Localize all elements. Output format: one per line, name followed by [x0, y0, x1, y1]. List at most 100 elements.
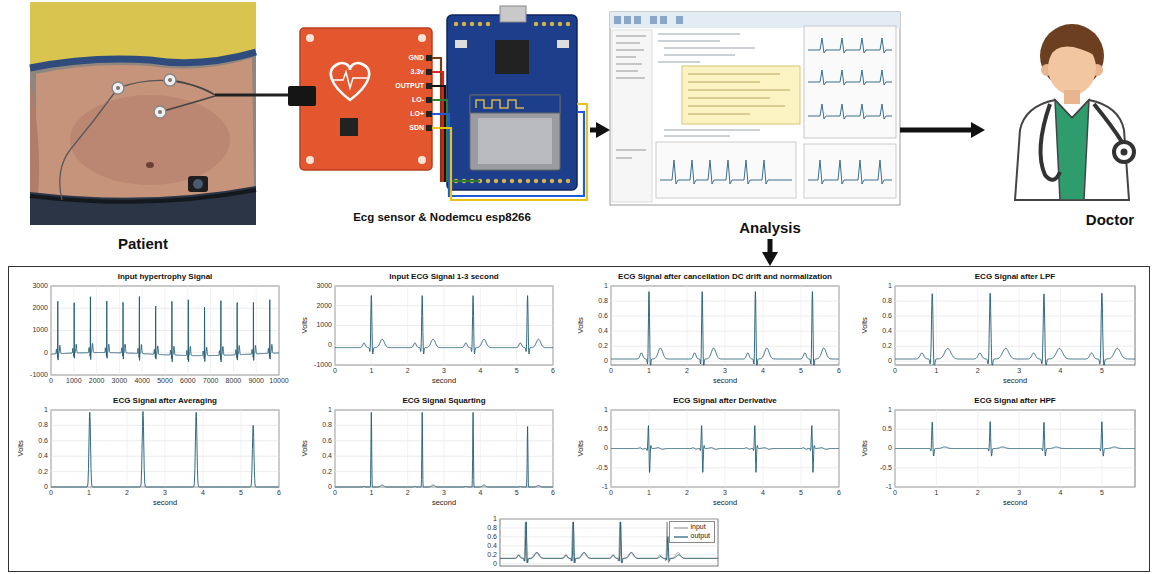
nodemcu-board [526, 179, 530, 183]
tick-label: 6 [551, 489, 555, 497]
ecg-trace [51, 297, 279, 362]
grid-line [895, 487, 1135, 488]
nodemcu-board [476, 100, 524, 108]
grid-line [801, 286, 802, 365]
tick-label: 0.6 [882, 312, 892, 320]
doctor-icon [1048, 28, 1096, 58]
tick-label: 0 [44, 483, 48, 491]
pin-label: GND [408, 54, 424, 62]
grid-line [96, 286, 97, 375]
ecg-sensor-board [333, 72, 367, 88]
ecg-sensor-board [426, 111, 432, 117]
tick-label: 4000 [134, 377, 150, 385]
analysis-screenshot [624, 16, 631, 24]
nodemcu-board [558, 179, 562, 183]
grid-line [895, 410, 1135, 411]
plot-title: ECG Signal after HPF [974, 396, 1055, 405]
signal-plot: ECG Signal after Averaging10.80.60.40.20… [15, 395, 287, 513]
nodemcu-board [558, 22, 562, 26]
legend-sample [674, 525, 688, 531]
tick-label: 0.5 [882, 425, 892, 433]
nodemcu-board [470, 95, 560, 170]
tick-label: 2000 [89, 377, 105, 385]
tick-label: 0 [609, 367, 613, 375]
patient-photo [112, 82, 124, 94]
nodemcu-board [494, 179, 498, 183]
plot-axes [500, 519, 718, 566]
nodemcu-board [534, 179, 538, 183]
tick-label: 2 [685, 367, 689, 375]
ecg-sensor-board [426, 55, 432, 131]
tick-label: 0 [49, 377, 53, 385]
plot-title: ECG Signal after Derivative [673, 396, 777, 405]
tick-label: 3 [442, 367, 446, 375]
patient-photo [215, 94, 256, 97]
pin-label: SDN [409, 124, 424, 132]
grid-line [480, 410, 481, 487]
nodemcu-board [566, 22, 570, 26]
grid-line [241, 410, 242, 487]
tick-label: 0 [328, 483, 332, 491]
tick-label: 0 [888, 357, 892, 365]
legend-sample [674, 527, 688, 528]
tick-label: 0.4 [882, 327, 892, 335]
grid-line [279, 410, 280, 487]
tick-label: 3 [723, 367, 727, 375]
plot-title: ECG Signal after LPF [975, 272, 1055, 281]
tick-label: 0.2 [882, 342, 892, 350]
nodemcu-board [550, 179, 554, 183]
tick-label: 0.4 [322, 452, 332, 460]
analysis-screenshot [808, 70, 892, 85]
flow-arrow [900, 122, 985, 138]
patient-photo [30, 80, 39, 194]
nodemcu-board [550, 22, 554, 26]
grid-line [1060, 286, 1061, 365]
arrow-line [900, 128, 973, 133]
jumper-wires [432, 58, 587, 200]
axis-label: second [1003, 377, 1027, 386]
doctor-icon [1055, 100, 1089, 200]
ecg-trace [335, 412, 553, 487]
grid-line [127, 410, 128, 487]
tick-label: 0.8 [38, 421, 48, 429]
grid-line [407, 410, 408, 487]
tick-label: 1 [888, 406, 892, 414]
plot-axes [51, 286, 279, 375]
tick-label: 0.8 [322, 421, 332, 429]
grid-line [500, 554, 718, 555]
analysis-screenshot [808, 104, 892, 119]
ecg-sensor-board [426, 125, 432, 131]
tick-label: 2 [125, 489, 129, 497]
doctor-icon [1064, 90, 1080, 104]
grid-line [895, 286, 1135, 287]
tick-label: 1000 [66, 377, 82, 385]
grid-line [279, 286, 280, 375]
plot-title: Input ECG Signal 1-3 second [389, 272, 498, 281]
doctor-figure: Doctor [985, 4, 1150, 230]
ecg-sensor-board [288, 86, 316, 106]
signal-plot: ECG Signal after Derivative10.50-0.5-101… [575, 395, 847, 513]
patient-photo [116, 86, 120, 90]
ecg-sensor-board [306, 34, 314, 42]
tick-label: 8000 [226, 377, 242, 385]
tick-label: 1 [44, 406, 48, 414]
grid-line [763, 286, 764, 365]
grid-line [210, 286, 211, 375]
tick-label: 5 [239, 489, 243, 497]
axis-label: Volts [17, 440, 26, 456]
plot-axes [895, 286, 1135, 365]
nodemcu-board [557, 40, 569, 48]
tick-label: 0 [49, 489, 53, 497]
ecg-trace [895, 293, 1135, 365]
tick-label: 0 [333, 367, 337, 375]
patient-photo [70, 95, 230, 185]
tick-label: 3 [163, 489, 167, 497]
patient-photo [36, 58, 254, 198]
tick-label: 2 [406, 367, 410, 375]
grid-line [1019, 286, 1020, 365]
nodemcu-board [542, 179, 546, 183]
grid-line [500, 545, 718, 546]
ecg-trace [335, 296, 553, 354]
tick-label: 0 [493, 560, 497, 568]
